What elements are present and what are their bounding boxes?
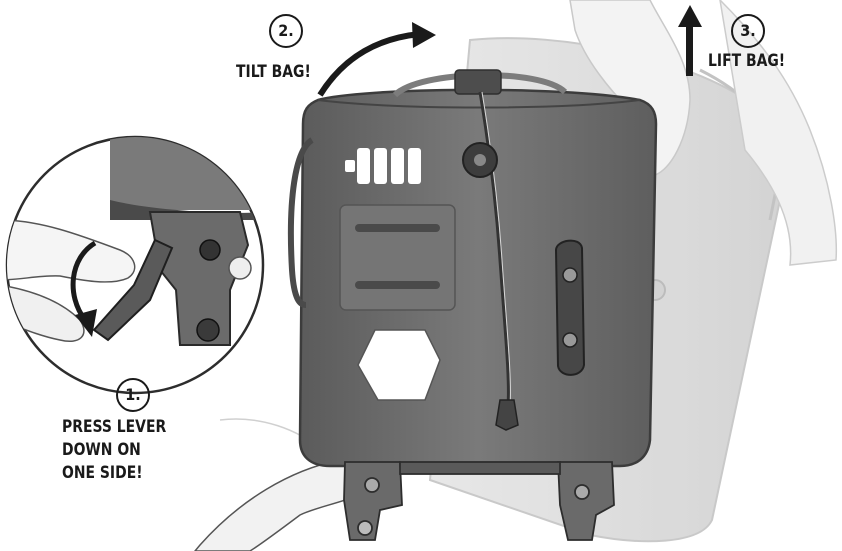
mounting-rail — [554, 239, 586, 376]
lift-arrow — [678, 5, 702, 76]
step-2-number: 2. — [269, 14, 303, 48]
white-label — [357, 329, 441, 401]
drawcord — [478, 91, 519, 431]
step-1-number: 1. — [116, 378, 150, 412]
step-3-caption: LIFT BAG! — [708, 51, 786, 71]
lever-press-arrow — [70, 240, 97, 337]
bottom-hooks — [343, 461, 615, 541]
tilt-arrow — [317, 22, 436, 97]
step-2-caption: TILT BAG! — [236, 62, 311, 82]
brand-logo-mark — [345, 148, 421, 184]
step-1-line-2: DOWN ON — [62, 440, 141, 460]
step-1-line-3: ONE SIDE! — [62, 463, 143, 483]
step-1-caption: PRESS LEVER DOWN ON ONE SIDE! — [62, 416, 166, 485]
step-1-line-1: PRESS LEVER — [62, 417, 167, 437]
step-3-number: 3. — [731, 14, 765, 48]
lever-detail-inset — [5, 135, 265, 395]
reflective-patch — [339, 204, 456, 311]
